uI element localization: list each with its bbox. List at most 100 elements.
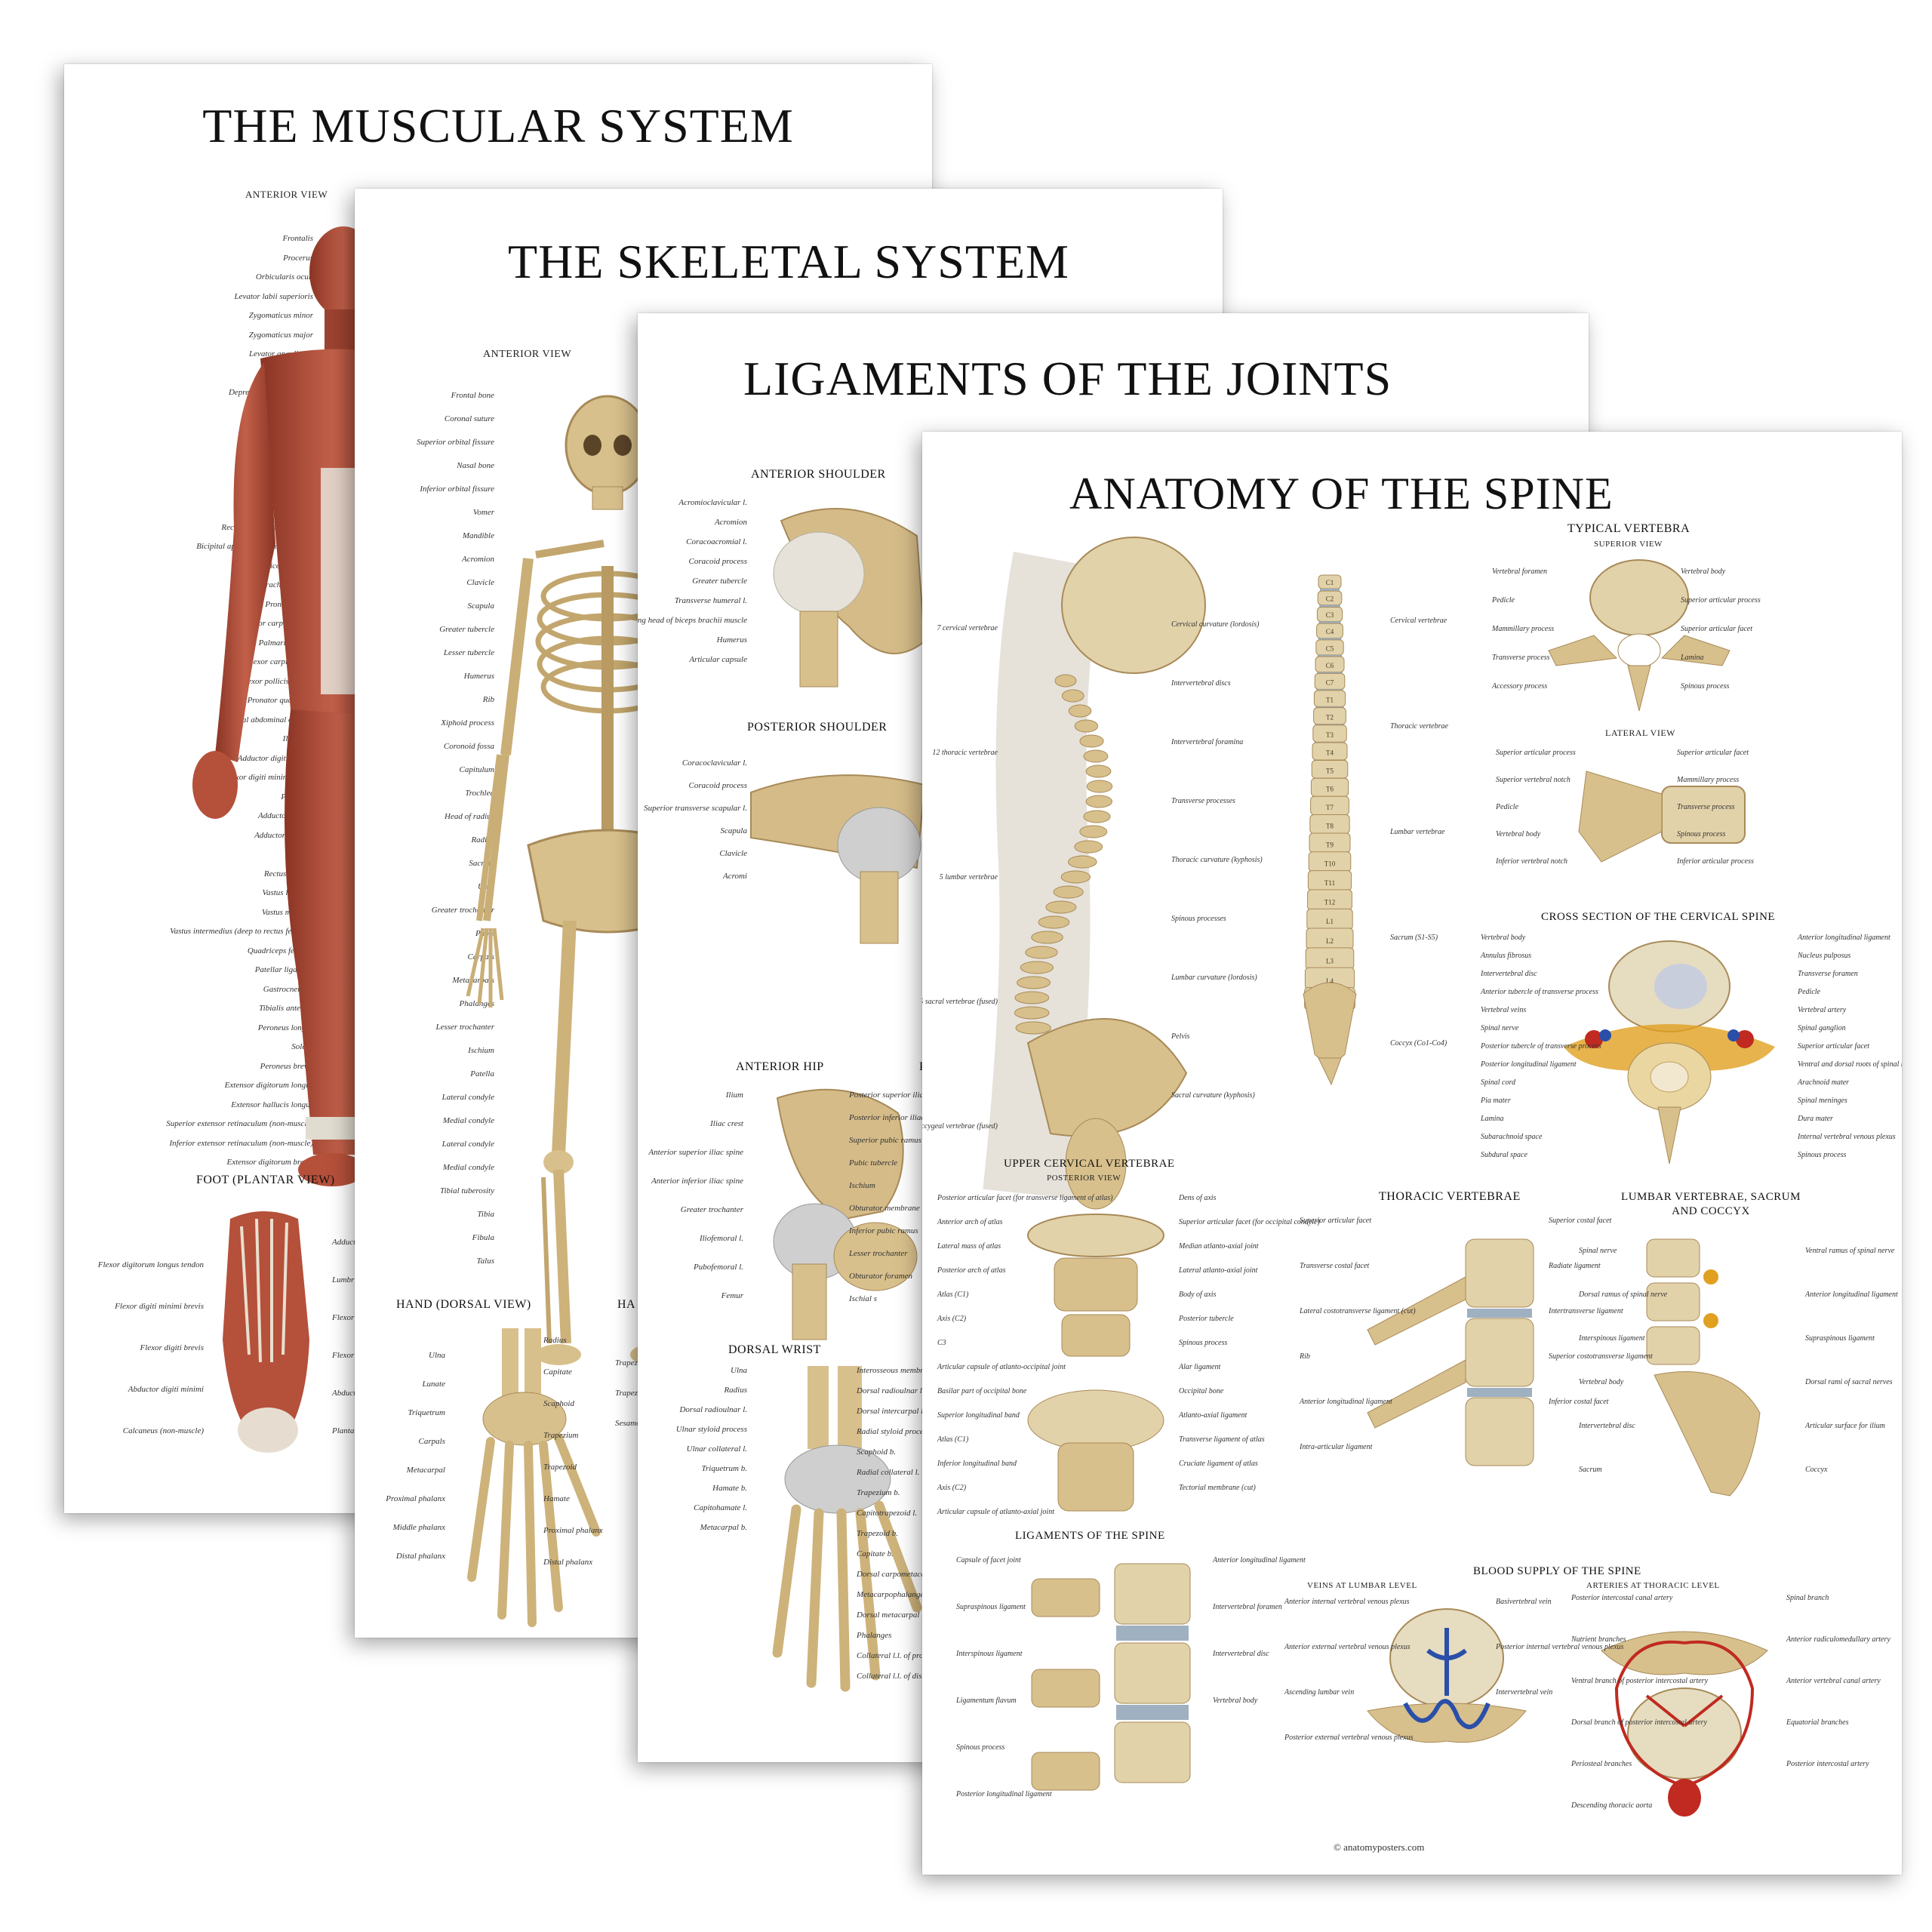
anatomy-label: Capitate b. bbox=[857, 1549, 894, 1558]
anatomy-label: Vertebral body bbox=[1681, 568, 1726, 576]
anatomy-label: 3-5 coccygeal vertebrae (fused) bbox=[922, 1122, 998, 1131]
anatomy-label: Superior articular facet bbox=[1798, 1042, 1869, 1051]
section-lumbar: LUMBAR VERTEBRAE, SACRUM AND COCCYX bbox=[1621, 1191, 1801, 1217]
vertebra-lateral bbox=[1053, 885, 1084, 899]
vertebra-lateral bbox=[1083, 749, 1109, 763]
anatomy-label: Transverse foramen bbox=[1798, 970, 1858, 978]
anatomy-label: Mammillary process bbox=[1492, 625, 1555, 633]
anatomy-label: Superior articular facet bbox=[1677, 749, 1749, 757]
anatomy-label: Supraspinous ligament bbox=[1805, 1334, 1875, 1343]
anatomy-label: Transverse humeral l. bbox=[674, 596, 747, 605]
anatomy-label: Fibula bbox=[472, 1233, 494, 1242]
anatomy-label: Patella bbox=[470, 1069, 494, 1078]
anatomy-label: Superior articular facet bbox=[1681, 625, 1752, 633]
section-posterior-shoulder: POSTERIOR SHOULDER bbox=[747, 721, 888, 734]
sub-veins: VEINS AT LUMBAR LEVEL bbox=[1307, 1581, 1417, 1590]
section-anterior-hip: ANTERIOR HIP bbox=[736, 1060, 824, 1073]
anatomy-label: Articular surface for ilium bbox=[1805, 1422, 1885, 1430]
anatomy-label: Coracoid process bbox=[688, 781, 747, 790]
anatomy-label: Metacarpal b. bbox=[700, 1523, 747, 1532]
anatomy-label: Iliofemoral l. bbox=[699, 1234, 743, 1243]
intervertebral-disc bbox=[1319, 605, 1340, 608]
anatomy-label: Ulnar collateral l. bbox=[686, 1444, 747, 1454]
anatomy-label: Anterior inferior iliac spine bbox=[651, 1177, 743, 1186]
vertebra-level-label: L1 bbox=[1326, 918, 1334, 925]
anatomy-label: Cervical vertebrae bbox=[1390, 617, 1447, 625]
vertebra-lateral bbox=[1015, 1021, 1051, 1035]
anatomy-label: Levator labii superioris bbox=[234, 291, 313, 301]
vertebra-level-label: T7 bbox=[1326, 804, 1334, 811]
vertebra-lateral bbox=[1038, 915, 1070, 929]
anatomy-label: Vertebral veins bbox=[1481, 1006, 1527, 1014]
anatomy-label: Carpals bbox=[418, 1437, 445, 1446]
anatomy-label: Trapezoid bbox=[543, 1463, 577, 1472]
section-blood-supply: BLOOD SUPPLY OF THE SPINE bbox=[1473, 1565, 1641, 1577]
anatomy-label: Interspinous ligament bbox=[1579, 1334, 1645, 1343]
anatomy-label: Posterior longitudinal ligament bbox=[1481, 1060, 1577, 1069]
vertebra-level-label: C4 bbox=[1326, 628, 1334, 635]
vertebra-level-label: T6 bbox=[1326, 786, 1334, 793]
anatomy-label: Dorsal rami of sacral nerves bbox=[1805, 1378, 1893, 1386]
vertebra-level-label: C2 bbox=[1326, 595, 1334, 602]
anatomy-label: Posterior tubercle of transverse process bbox=[1481, 1042, 1601, 1051]
anatomy-label: Ulnar styloid process bbox=[675, 1425, 747, 1434]
anatomy-label: Cruciate ligament of atlas bbox=[1179, 1460, 1258, 1468]
anatomy-label: Spinal cord bbox=[1481, 1078, 1516, 1087]
anatomy-label: Medial condyle bbox=[442, 1116, 494, 1125]
vertebra-lateral bbox=[1079, 825, 1108, 838]
anatomy-label: Spinous process bbox=[1681, 682, 1730, 691]
anatomy-label: Inferior longitudinal band bbox=[937, 1460, 1017, 1468]
anatomy-label: Transverse processes bbox=[1171, 797, 1235, 805]
vertebra-level-label: T5 bbox=[1326, 767, 1334, 774]
anatomy-label: Articular capsule of atlanto-occipital j… bbox=[937, 1363, 1066, 1371]
anatomy-label: Vastus intermedius (deep to rectus femor… bbox=[170, 927, 313, 936]
anatomy-label: Inferior extensor retinaculum (non-muscl… bbox=[169, 1138, 313, 1148]
typical-vertebra-illustration bbox=[1548, 559, 1730, 712]
anatomy-label: Vertebral artery bbox=[1798, 1006, 1847, 1014]
anatomy-label: Posterior internal vertebral venous plex… bbox=[1496, 1643, 1624, 1651]
anatomy-label: Radiate ligament bbox=[1549, 1262, 1601, 1270]
anatomy-label: Dorsal radioulnar l. bbox=[679, 1405, 747, 1414]
anatomy-label: Hamate b. bbox=[712, 1484, 747, 1493]
anatomy-label: Dorsal radioulnar l. bbox=[857, 1386, 924, 1395]
anatomy-label: Inferior vertebral notch bbox=[1496, 857, 1567, 866]
poster-title: THE SKELETAL SYSTEM bbox=[508, 235, 1069, 288]
vertebra-level-label: L4 bbox=[1326, 977, 1334, 985]
anatomy-label: Cervical curvature (lordosis) bbox=[1171, 620, 1260, 629]
vertebra-level-label: T8 bbox=[1326, 823, 1334, 830]
intervertebral-disc bbox=[1320, 589, 1340, 591]
anatomy-label: Pia mater bbox=[1481, 1097, 1511, 1105]
anatomy-label: Intra-articular ligament bbox=[1300, 1443, 1373, 1451]
anatomy-label: Spinous process bbox=[956, 1743, 1005, 1752]
anatomy-label: Superior longitudinal band bbox=[937, 1411, 1020, 1420]
anatomy-label: Extensor digitorum longus bbox=[224, 1081, 313, 1090]
anatomy-label: Rib bbox=[482, 695, 494, 704]
anatomy-label: Flexor digiti brevis bbox=[140, 1343, 204, 1352]
anatomy-label: Thoracic curvature (kyphosis) bbox=[1171, 856, 1263, 864]
anatomy-label: Anterior vertebral canal artery bbox=[1786, 1677, 1881, 1685]
anatomy-label: Greater trochanter bbox=[680, 1205, 743, 1214]
anatomy-label: Triquetrum b. bbox=[701, 1464, 747, 1473]
anatomy-label: Nucleus pulposus bbox=[1798, 952, 1851, 960]
anatomy-label: Capsule of facet joint bbox=[956, 1556, 1021, 1564]
sub-superior-view: SUPERIOR VIEW bbox=[1594, 540, 1663, 549]
anatomy-label: Intervertebral disc bbox=[1579, 1422, 1635, 1430]
vertebra-lateral bbox=[1085, 764, 1112, 778]
anatomy-label: Arachnoid mater bbox=[1798, 1078, 1850, 1087]
anatomy-label: Vertebral body bbox=[1496, 830, 1541, 838]
anatomy-label: Spinal branch bbox=[1786, 1594, 1829, 1602]
anatomy-label: Occipital bone bbox=[1179, 1387, 1224, 1395]
anatomy-label: Ilium bbox=[725, 1091, 743, 1100]
anatomy-label: Capitotrapezoid l. bbox=[857, 1509, 918, 1518]
vertebra-lateral bbox=[1054, 674, 1077, 688]
anatomy-label: Acromi bbox=[723, 872, 747, 881]
anatomy-label: Anterior longitudinal ligament bbox=[1798, 934, 1890, 942]
vertebral-column-illustration: C1C2C3C4C5C6C7T1T2T3T4T5T6T7T8T9T10T11T1… bbox=[1303, 574, 1357, 1086]
anatomy-label: Internal vertebral venous plexus bbox=[1798, 1133, 1896, 1141]
anatomy-label: Lunate bbox=[422, 1380, 445, 1389]
anatomy-label: Coronoid fossa bbox=[443, 742, 494, 751]
anatomy-label: Inferior articular process bbox=[1677, 857, 1754, 866]
anatomy-label: Lamina bbox=[1481, 1115, 1504, 1123]
